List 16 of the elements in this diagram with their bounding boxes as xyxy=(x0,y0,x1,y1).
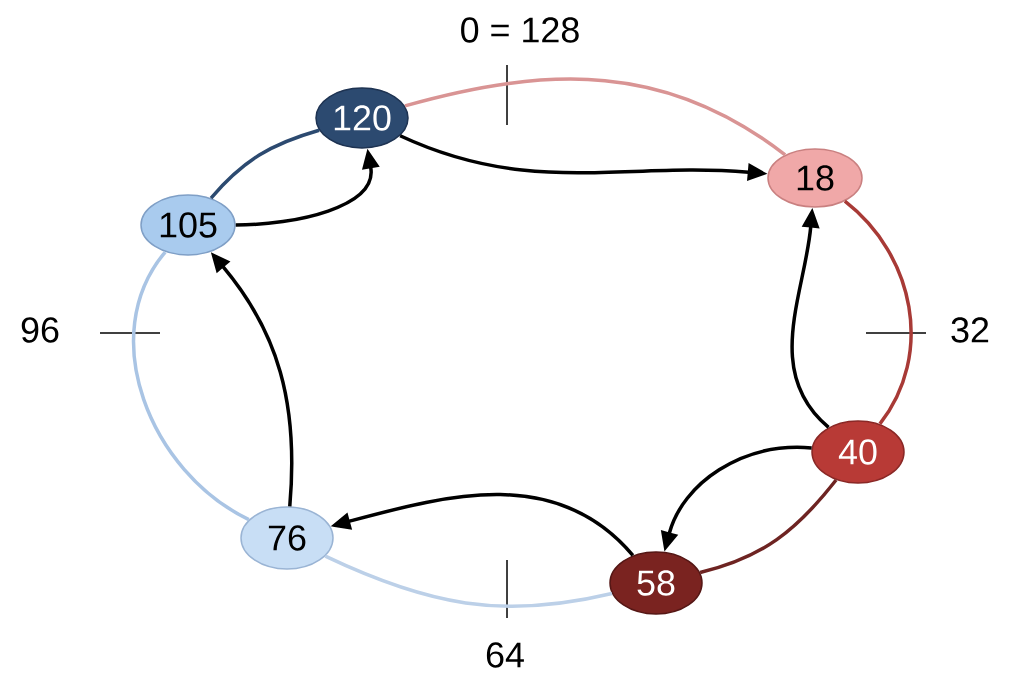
ring-node: 18 xyxy=(767,148,863,208)
ring-arc xyxy=(132,251,250,522)
ring-node: 76 xyxy=(240,506,334,570)
position-label: 96 xyxy=(21,317,59,343)
position-label: 0 = 128 xyxy=(461,17,579,43)
ring-node: 120 xyxy=(315,87,409,149)
position-label: 32 xyxy=(951,317,989,343)
ring-arc xyxy=(843,199,913,425)
ring-arc xyxy=(324,554,613,609)
ring-node: 105 xyxy=(140,194,236,256)
ring-arc xyxy=(699,478,838,575)
ring-node: 58 xyxy=(609,551,703,615)
position-label: 64 xyxy=(486,642,524,668)
ring-arc xyxy=(209,128,320,200)
ring-arc xyxy=(404,77,787,157)
ring-node: 40 xyxy=(811,420,905,484)
